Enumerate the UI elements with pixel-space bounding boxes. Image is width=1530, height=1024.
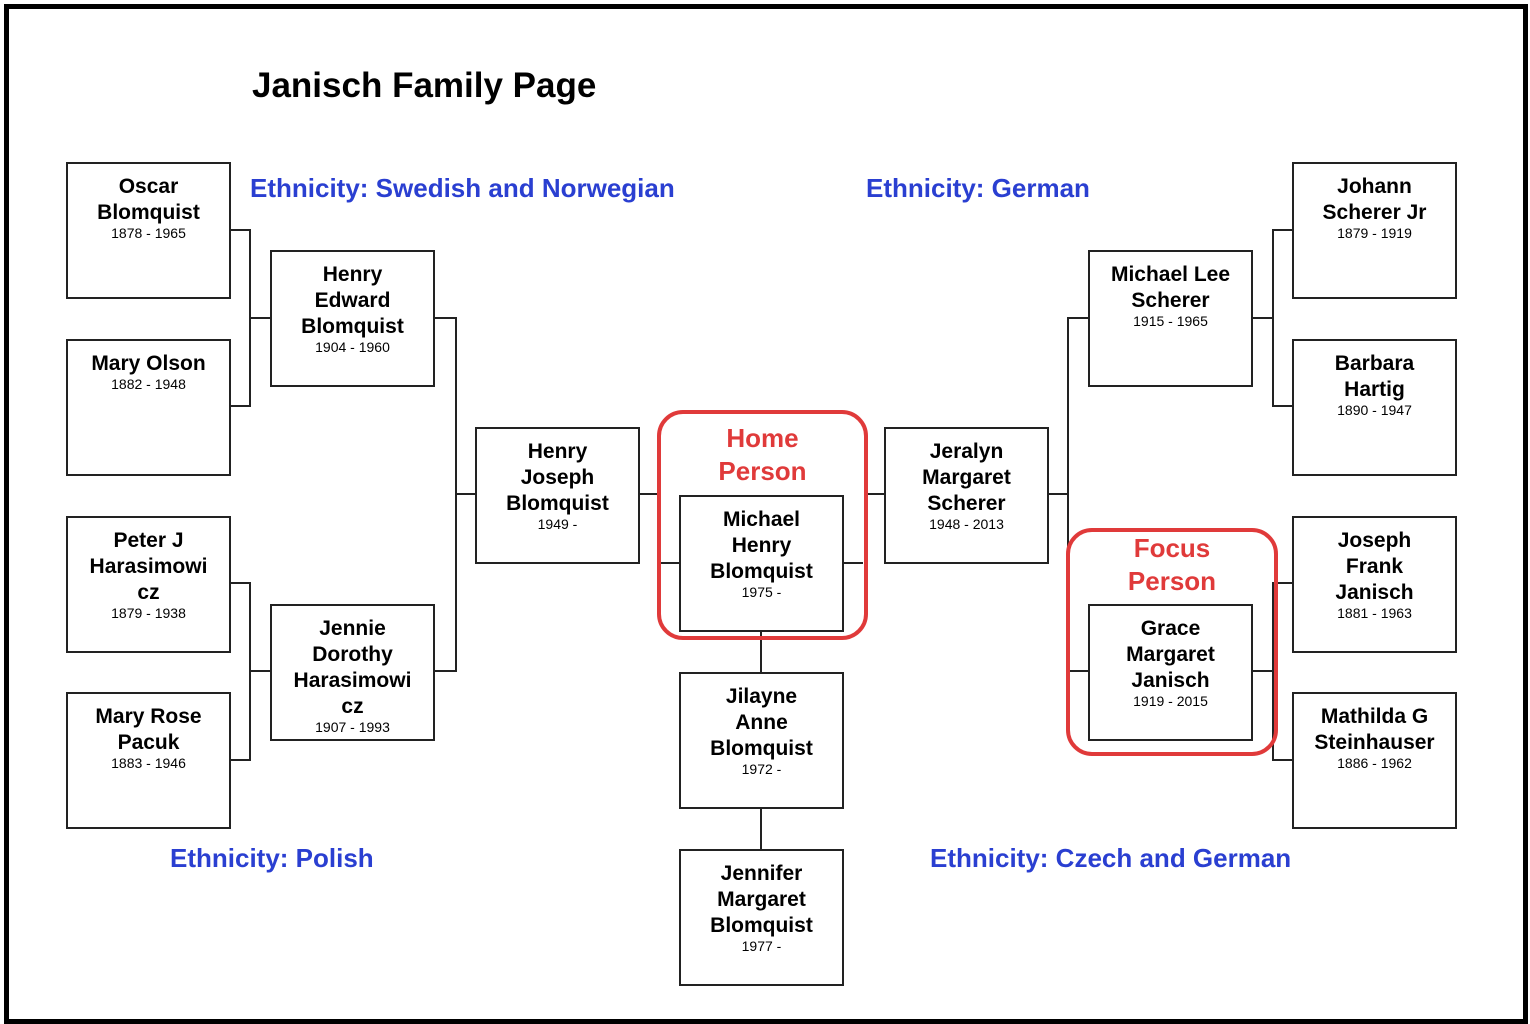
ethnicity-german: Ethnicity: German <box>866 173 1090 203</box>
connector-line <box>843 562 863 564</box>
person-name: Jennie Dorothy Harasimowi cz <box>293 617 412 718</box>
person-dates: 1878 - 1965 <box>111 225 186 241</box>
person-name: Oscar Blomquist <box>97 175 200 224</box>
person-name: Jilayne Anne Blomquist <box>710 685 813 760</box>
connector-line <box>456 493 475 495</box>
person-name: Henry Joseph Blomquist <box>506 440 609 515</box>
person-card-grace-janisch[interactable]: Grace Margaret Janisch 1919 - 2015 <box>1088 604 1253 741</box>
person-dates: 1915 - 1965 <box>1133 313 1208 329</box>
connector-line <box>1068 670 1088 672</box>
person-card-jeralyn-scherer[interactable]: Jeralyn Margaret Scherer 1948 - 2013 <box>884 427 1049 564</box>
person-dates: 1977 - <box>741 938 782 954</box>
page-title: Janisch Family Page <box>252 66 597 105</box>
person-name: Johann Scherer Jr <box>1322 175 1427 224</box>
connector-line <box>1068 317 1088 319</box>
person-name: Barbara Hartig <box>1334 352 1415 401</box>
person-name: Henry Edward Blomquist <box>301 263 404 338</box>
person-card-joseph-frank-janisch[interactable]: Joseph Frank Janisch 1881 - 1963 <box>1292 516 1457 653</box>
page-frame <box>4 4 1528 1024</box>
person-card-johann-scherer[interactable]: Johann Scherer Jr 1879 - 1919 <box>1292 162 1457 299</box>
connector-line <box>1273 582 1293 584</box>
person-name: Jennifer Margaret Blomquist <box>710 862 813 937</box>
connector-line <box>250 670 271 672</box>
person-dates: 1886 - 1962 <box>1337 755 1412 771</box>
focus-person-label: Focus Person <box>1127 533 1217 596</box>
home-person-highlight <box>657 410 868 640</box>
person-name: Jeralyn Margaret Scherer <box>922 440 1011 515</box>
person-name: Mary Olson <box>91 352 206 375</box>
person-dates: 1904 - 1960 <box>315 339 390 355</box>
ethnicity-polish: Ethnicity: Polish <box>170 843 374 873</box>
connector-line <box>1251 317 1273 319</box>
home-person-label: Home Person <box>718 423 807 486</box>
person-dates: 1948 - 2013 <box>929 516 1004 532</box>
person-card-jilayne-blomquist[interactable]: Jilayne Anne Blomquist 1972 - <box>679 672 844 809</box>
person-card-mary-olson[interactable]: Mary Olson 1882 - 1948 <box>66 339 231 476</box>
connector-line <box>1067 317 1069 672</box>
person-dates: 1879 - 1919 <box>1337 225 1412 241</box>
person-dates: 1949 - <box>537 516 578 532</box>
connector-line <box>230 759 250 761</box>
person-dates: 1879 - 1938 <box>111 605 186 621</box>
person-card-peter-harasimowicz[interactable]: Peter J Harasimowi cz 1879 - 1938 <box>66 516 231 653</box>
connector-line <box>1272 582 1274 761</box>
connector-line <box>660 562 680 564</box>
person-dates: 1972 - <box>741 761 782 777</box>
person-card-jennifer-blomquist[interactable]: Jennifer Margaret Blomquist 1977 - <box>679 849 844 986</box>
person-dates: 1907 - 1993 <box>315 719 390 735</box>
connector-line <box>434 317 456 319</box>
person-dates: 1975 - <box>741 584 782 600</box>
connector-line <box>760 630 762 672</box>
connector-line <box>250 317 271 319</box>
person-card-oscar-blomquist[interactable]: Oscar Blomquist 1878 - 1965 <box>66 162 231 299</box>
person-dates: 1883 - 1946 <box>111 755 186 771</box>
person-card-michael-henry-blomquist[interactable]: Michael Henry Blomquist 1975 - <box>679 495 844 632</box>
connector-line <box>230 229 250 231</box>
person-name: Michael Lee Scherer <box>1110 263 1231 312</box>
person-name: Grace Margaret Janisch <box>1126 617 1215 692</box>
person-dates: 1890 - 1947 <box>1337 402 1412 418</box>
person-card-michael-lee-scherer[interactable]: Michael Lee Scherer 1915 - 1965 <box>1088 250 1253 387</box>
person-card-henry-edward-blomquist[interactable]: Henry Edward Blomquist 1904 - 1960 <box>270 250 435 387</box>
connector-line <box>1272 229 1274 407</box>
connector-line <box>638 493 660 495</box>
connector-line <box>434 670 456 672</box>
connector-line <box>1273 229 1293 231</box>
person-name: Mary Rose Pacuk <box>95 705 202 754</box>
person-card-mathilda-steinhauser[interactable]: Mathilda G Steinhauser 1886 - 1962 <box>1292 692 1457 829</box>
connector-line <box>230 582 250 584</box>
person-name: Joseph Frank Janisch <box>1335 529 1414 604</box>
connector-line <box>1273 759 1293 761</box>
person-name: Peter J Harasimowi cz <box>89 529 208 604</box>
connector-line <box>1251 670 1273 672</box>
ethnicity-swedish-norwegian: Ethnicity: Swedish and Norwegian <box>250 173 675 203</box>
connector-line <box>230 405 250 407</box>
person-card-jennie-harasimowicz[interactable]: Jennie Dorothy Harasimowi cz 1907 - 1993 <box>270 604 435 741</box>
connector-line <box>864 493 884 495</box>
person-dates: 1881 - 1963 <box>1337 605 1412 621</box>
person-dates: 1882 - 1948 <box>111 376 186 392</box>
connector-line <box>760 807 762 849</box>
connector-line <box>1047 493 1068 495</box>
person-name: Michael Henry Blomquist <box>710 508 813 583</box>
focus-person-highlight <box>1066 528 1278 756</box>
connector-line <box>1273 405 1293 407</box>
person-card-henry-joseph-blomquist[interactable]: Henry Joseph Blomquist 1949 - <box>475 427 640 564</box>
person-card-barbara-hartig[interactable]: Barbara Hartig 1890 - 1947 <box>1292 339 1457 476</box>
person-name: Mathilda G Steinhauser <box>1314 705 1435 754</box>
person-card-mary-rose-pacuk[interactable]: Mary Rose Pacuk 1883 - 1946 <box>66 692 231 829</box>
person-dates: 1919 - 2015 <box>1133 693 1208 709</box>
ethnicity-czech-german: Ethnicity: Czech and German <box>930 843 1292 873</box>
